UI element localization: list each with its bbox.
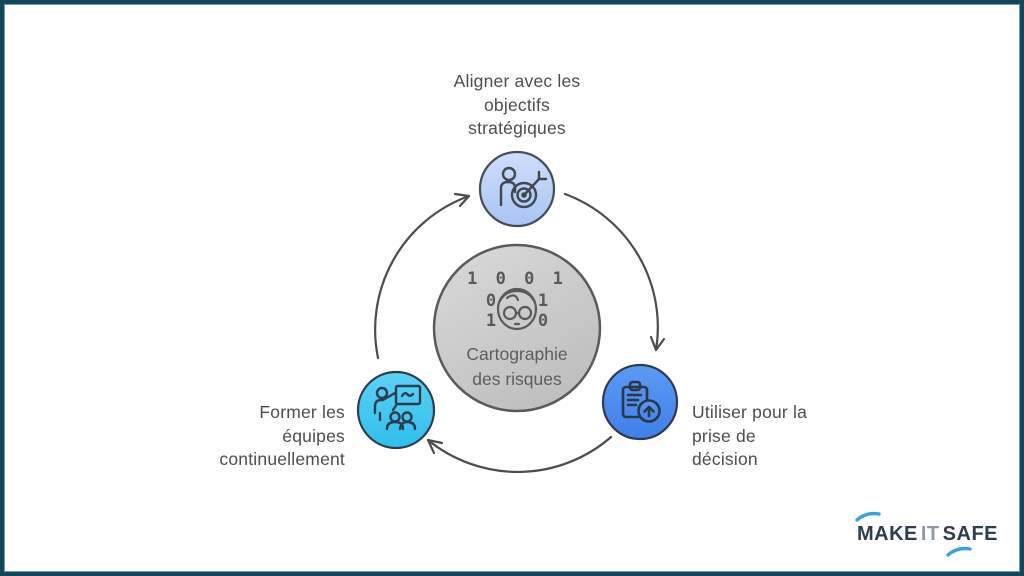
arrowhead-right-to-left bbox=[426, 438, 444, 455]
arrow-right-to-left bbox=[426, 435, 613, 474]
board-squiggle bbox=[400, 392, 415, 398]
label-decision: Utiliser pour la prise de décision bbox=[692, 402, 808, 469]
person-target-icon bbox=[499, 166, 548, 209]
arrowhead-top-to-right bbox=[649, 335, 666, 352]
face-outline bbox=[496, 287, 538, 331]
right-node-decision bbox=[601, 363, 679, 441]
target-inner-ring bbox=[516, 187, 532, 203]
left-node-train-teams bbox=[356, 370, 436, 450]
top-circle bbox=[478, 150, 556, 228]
binary-bottom-left: 1 bbox=[486, 311, 496, 331]
face-hair-bang bbox=[505, 294, 520, 302]
person-binary-data-icon: 1 0 0 1 0 1 1 0 bbox=[467, 269, 567, 331]
logo-word-it: IT bbox=[920, 522, 940, 545]
arrow-left-to-top bbox=[374, 194, 471, 360]
trainer-body-arm bbox=[373, 391, 397, 415]
trainer-presentation-icon bbox=[373, 384, 422, 431]
trainer-head bbox=[375, 386, 389, 400]
right-circle bbox=[601, 363, 679, 441]
arrow-top-to-right bbox=[563, 192, 659, 352]
board-stand bbox=[391, 402, 399, 412]
label-train-teams: Former les équipes continuellement bbox=[219, 402, 345, 469]
binary-mid-right: 1 bbox=[538, 291, 548, 311]
person-head bbox=[501, 166, 517, 182]
binary-row-top: 1 0 0 1 bbox=[467, 269, 567, 289]
label-risk-mapping: Cartographie des risques bbox=[466, 344, 568, 389]
clipboard-clip bbox=[628, 380, 642, 392]
logo-word-make: MAKE bbox=[856, 522, 918, 545]
clipboard-up-arrow-icon bbox=[621, 380, 661, 423]
upload-arrow-head bbox=[643, 405, 655, 413]
audience-body-2 bbox=[398, 420, 417, 431]
logo-swoosh-bottom-icon bbox=[946, 546, 972, 557]
center-node-risk-mapping: 1 0 0 1 0 1 1 0 bbox=[432, 243, 602, 413]
cycle-arrows bbox=[374, 192, 666, 474]
binary-bottom-right: 0 bbox=[538, 311, 548, 331]
dart-shaft bbox=[523, 177, 541, 196]
arrowhead-left-to-top bbox=[453, 192, 471, 208]
presentation-board bbox=[394, 384, 422, 406]
top-node-align-objectives bbox=[478, 150, 556, 228]
logo-swoosh-top-icon bbox=[855, 511, 881, 522]
binary-mid-left: 0 bbox=[486, 291, 496, 311]
dart-fletching bbox=[537, 170, 548, 181]
logo-word-safe: SAFE bbox=[942, 522, 998, 545]
target-outer-ring bbox=[510, 181, 538, 209]
face-hair bbox=[498, 289, 536, 303]
label-align-objectives: Aligner avec les objectifs stratégiques bbox=[453, 71, 581, 138]
